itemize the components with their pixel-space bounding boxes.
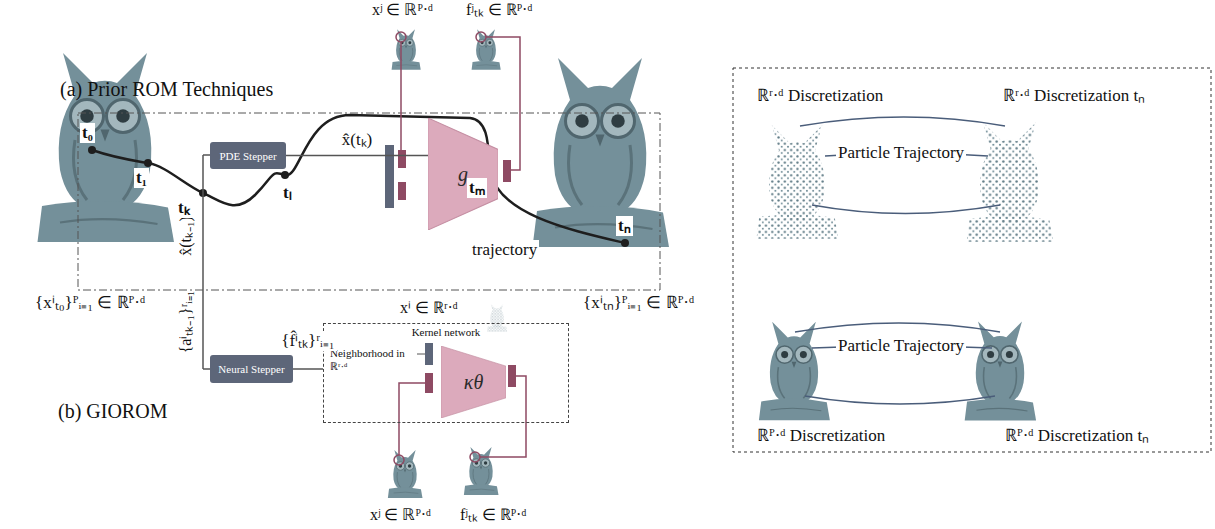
node-text: Neural Stepper [218, 363, 284, 375]
figure-label: t₀ [80, 123, 95, 143]
figure-label: Particle Trajectory [836, 143, 966, 163]
branch-line [203, 155, 210, 369]
figure-label: trajectory [470, 240, 539, 260]
trajectory-points [88, 146, 629, 247]
figure-label: ℝʳ·ᵈ Discretization tₙ [1003, 86, 1145, 106]
node-text: Kernel network [324, 326, 568, 338]
figure-label: t₁ [134, 168, 149, 188]
owl-eyes [470, 459, 495, 491]
owl-figure [388, 450, 423, 498]
owl-figure [965, 322, 1036, 421]
figure-label: tₖ [176, 198, 192, 218]
figure-label: xⁱ ∈ ℝʳ·ᵈ [400, 299, 458, 317]
panel-frame [733, 68, 1211, 452]
trapezoid-outline [441, 346, 506, 418]
figure-label: Neighborhood in ℝʳ·ᵈ [330, 347, 414, 372]
owl-figure [533, 58, 670, 247]
kernel-trapezoid: κθ [441, 346, 506, 418]
connector [286, 155, 428, 157]
figure-label: tₗ [281, 183, 294, 203]
owl-figure [472, 29, 501, 69]
particle-trajectories [795, 117, 1005, 404]
figure-label: {xⁱₜₙ}ᴾᵢ₌₁ ∈ ℝᴾ·ᵈ [583, 293, 694, 313]
figure-label: x̂(tₖ₋₁) [177, 216, 195, 256]
figure-label: xʲ ∈ ℝᴾ·ᵈ [372, 1, 433, 19]
owl-eyes [396, 39, 417, 66]
owl-eyes [771, 346, 822, 411]
figure-label: (a) Prior ROM Techniques [60, 78, 273, 101]
node-text: PDE Stepper [219, 150, 276, 162]
query-bar [425, 373, 433, 393]
trajectory-frame [78, 113, 660, 290]
node-text: κθ [464, 371, 483, 394]
figure-label: ℝᴾ·ᵈ Discretization tₙ [1005, 426, 1149, 446]
query-bar [398, 150, 406, 168]
edge-label: {f̂ⁱₜₖ}ʳᵢ₌₁ [279, 331, 336, 351]
figure-label: Particle Trajectory [836, 336, 966, 356]
owl-eyes [394, 462, 419, 494]
input-bar [425, 343, 433, 365]
neighborhood-link [417, 354, 425, 355]
owl-figure [392, 29, 421, 69]
figure-label: {xⁱₜ₀}ᴾᵢ₌₁ ∈ ℝᴾ·ᵈ [35, 293, 145, 313]
owl-eyes [555, 105, 653, 230]
figure-label: ℝᴾ·ᵈ Discretization [757, 426, 885, 446]
edge-label: x̂(tₖ) [340, 130, 375, 150]
kernel-network-box: Kernel network κθ [323, 323, 569, 423]
query-line [400, 42, 402, 150]
figure-label: fʲₜₖ ∈ ℝᴾ·ᵈ [460, 506, 526, 524]
sample-marker [396, 32, 406, 42]
sparse-owl [757, 125, 839, 238]
sample-marker [476, 32, 486, 42]
decoder-trapezoid: g [428, 118, 498, 230]
sparse-owl [487, 304, 507, 332]
query-bar [398, 182, 406, 200]
trajectory-curve [92, 115, 625, 243]
input-bar [385, 145, 394, 208]
figure-label: xʲ ∈ ℝᴾ·ᵈ [370, 506, 431, 524]
figure-label: fʲₜₖ ∈ ℝᴾ·ᵈ [466, 1, 532, 19]
sample-marker [470, 452, 480, 462]
neural-stepper-box: Neural Stepper [210, 355, 293, 383]
trapezoid-outline [428, 118, 498, 230]
output-bar [503, 160, 511, 182]
owl-figure [464, 447, 499, 495]
sample-marker [394, 455, 404, 465]
owl-figure [759, 322, 830, 420]
figure-label: tₘ [467, 178, 487, 198]
figure-label: tₙ [616, 216, 633, 236]
figure-label: {aⁱₜₖ₋₁}ʳᵢ₌₁ [177, 291, 195, 354]
owl-eyes [476, 39, 497, 66]
sparse-owl [967, 122, 1053, 242]
connector [293, 368, 323, 370]
query-line [399, 383, 425, 455]
figure-label: (b) GIOROM [58, 400, 167, 423]
figure-label: ℝʳ·ᵈ Discretization [757, 86, 883, 106]
output-bar [508, 365, 516, 387]
owl-eyes [976, 346, 1027, 411]
pde-stepper-box: PDE Stepper [210, 142, 286, 169]
